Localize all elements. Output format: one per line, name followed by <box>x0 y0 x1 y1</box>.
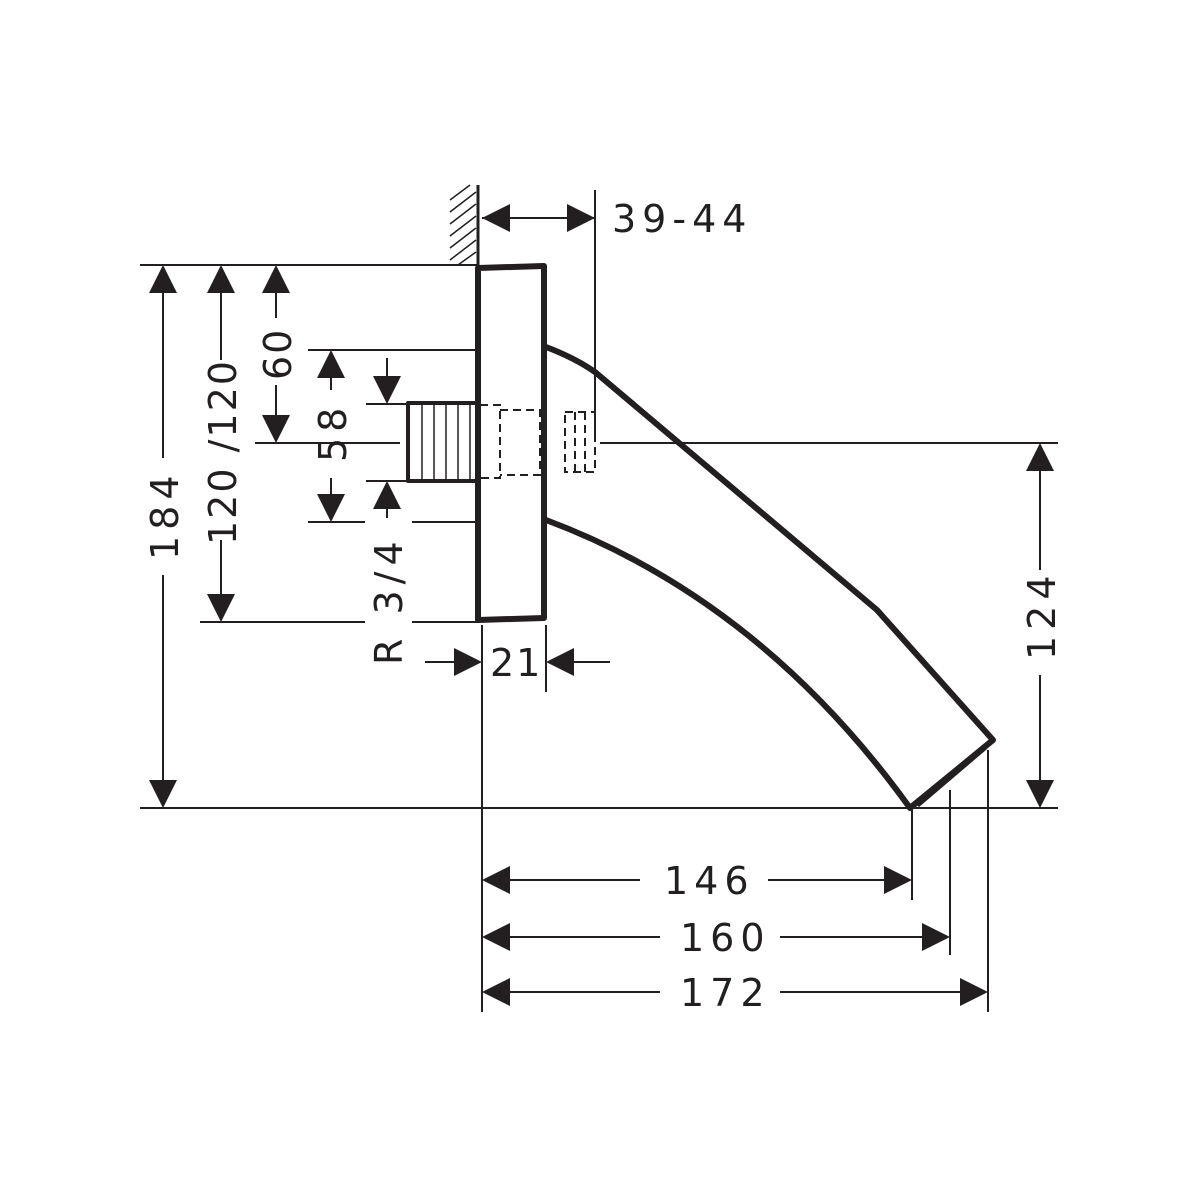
dim-projection-160: 160 <box>482 916 950 960</box>
wall <box>449 184 480 266</box>
shower-arm <box>544 344 996 811</box>
flange <box>475 263 547 623</box>
dim-flange-span: 58 <box>311 350 355 522</box>
svg-text:124: 124 <box>1020 569 1064 660</box>
svg-text:R 3/4: R 3/4 <box>367 535 411 665</box>
thread-connector <box>406 401 596 483</box>
dim-outlet-height: 124 <box>1020 443 1064 808</box>
dim-projection-172: 172 <box>482 971 988 1015</box>
dim-wall-offset: 39-44 <box>482 190 752 440</box>
dim-flange-depth: 21 <box>425 625 610 692</box>
svg-text:172: 172 <box>680 971 771 1015</box>
dim-thread: R 3/4 <box>366 358 411 665</box>
svg-text:21: 21 <box>490 641 542 685</box>
dim-height-total: 184 <box>143 265 187 808</box>
svg-text:58: 58 <box>311 402 355 462</box>
dim-projection-146: 146 <box>482 859 912 903</box>
svg-text:39-44: 39-44 <box>612 197 752 241</box>
svg-text:160: 160 <box>680 916 771 960</box>
svg-text:60: 60 <box>256 328 300 380</box>
dim-height-connection: 120 /120 <box>201 265 245 622</box>
dim-height-center: 60 <box>256 265 300 443</box>
svg-text:146: 146 <box>664 859 755 903</box>
svg-text:120 /120: 120 /120 <box>201 359 245 545</box>
svg-text:184: 184 <box>143 469 187 560</box>
